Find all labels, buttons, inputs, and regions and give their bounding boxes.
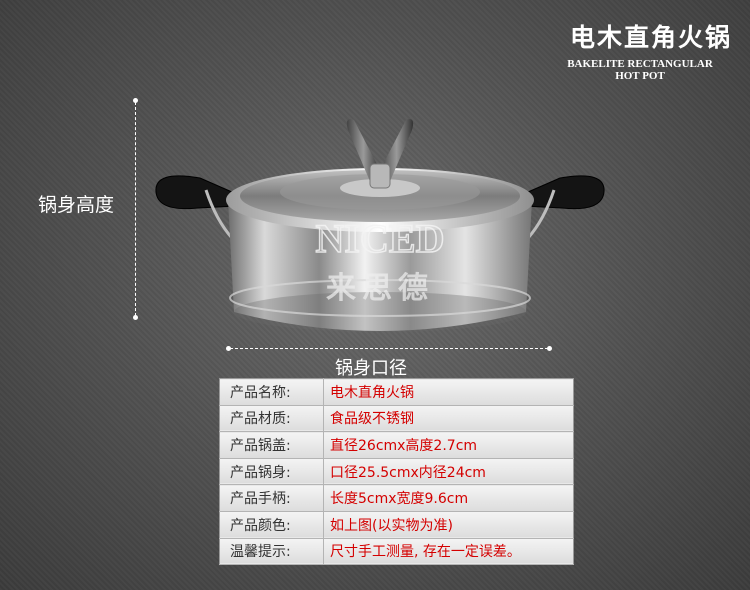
spec-row: 产品名称: 电木直角火锅	[219, 378, 574, 406]
spec-row: 产品材质: 食品级不锈钢	[219, 405, 574, 433]
spec-key: 产品锅盖:	[219, 431, 324, 459]
hot-pot-illustration: NICED 来思德	[155, 119, 605, 332]
spec-value: 食品级不锈钢	[323, 405, 574, 433]
dimension-dash	[135, 102, 136, 316]
dimension-dot-bottom	[133, 315, 138, 320]
spec-row: 产品锅盖: 直径26cmx高度2.7cm	[219, 431, 574, 459]
height-dimension-line	[133, 98, 138, 320]
page-subtitle: BAKELITE RECTANGULAR HOT POT	[550, 58, 730, 82]
spec-key: 产品名称:	[219, 378, 324, 406]
spec-value: 口径25.5cmx内径24cm	[323, 458, 574, 486]
spec-row: 产品颜色: 如上图(以实物为准)	[219, 511, 574, 539]
spec-table: 产品名称: 电木直角火锅 产品材质: 食品级不锈钢 产品锅盖: 直径26cmx高…	[219, 378, 574, 566]
height-label: 锅身高度	[38, 194, 115, 216]
spec-value: 长度5cmx宽度9.6cm	[323, 484, 574, 512]
spec-key: 产品材质:	[219, 405, 324, 433]
page-title: 电木直角火锅	[569, 23, 732, 52]
dimension-dot-top	[133, 98, 138, 103]
spec-row: 产品手柄: 长度5cmx宽度9.6cm	[219, 484, 574, 512]
spec-key: 产品手柄:	[219, 484, 324, 512]
spec-value: 直径26cmx高度2.7cm	[323, 431, 574, 459]
spec-value: 电木直角火锅	[323, 378, 574, 406]
width-label: 锅身口径	[335, 358, 407, 379]
spec-value: 尺寸手工测量, 存在一定误差。	[323, 538, 574, 566]
spec-key: 温馨提示:	[219, 538, 324, 566]
dimension-dot-left	[226, 346, 231, 351]
dimension-dash	[230, 348, 548, 349]
spec-row: 温馨提示: 尺寸手工测量, 存在一定误差。	[219, 538, 574, 566]
dimension-dot-right	[547, 346, 552, 351]
subtitle-line-2: HOT POT	[615, 70, 665, 82]
spec-key: 产品锅身:	[219, 458, 324, 486]
watermark-brand-cn: 来思德	[326, 271, 434, 306]
spec-row: 产品锅身: 口径25.5cmx内径24cm	[219, 458, 574, 486]
subtitle-line-1: BAKELITE RECTANGULAR	[567, 58, 713, 70]
hot-pot-image: NICED 来思德	[140, 100, 620, 340]
watermark-brand-en: NICED	[316, 216, 445, 261]
spec-value: 如上图(以实物为准)	[323, 511, 574, 539]
width-dimension-line	[226, 346, 552, 351]
spec-key: 产品颜色:	[219, 511, 324, 539]
